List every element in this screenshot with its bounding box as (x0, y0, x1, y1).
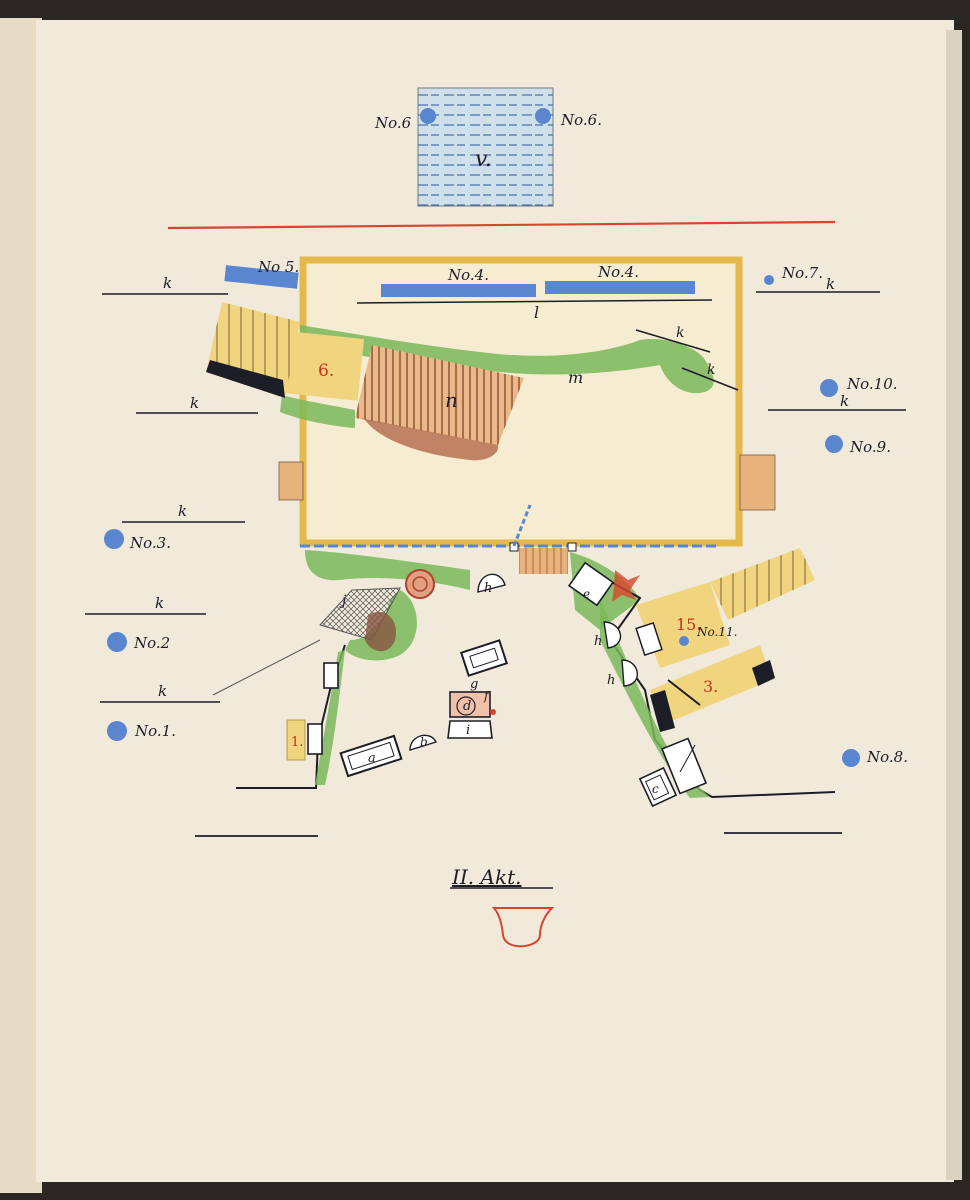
label-no8: No.8. (866, 748, 908, 766)
number-three: 3. (703, 677, 718, 696)
marker-no2 (107, 632, 127, 652)
letter-n: n (445, 388, 458, 412)
bar-no4-left (381, 284, 536, 297)
letter-g: g (470, 677, 478, 692)
label-no3: No.3. (129, 534, 171, 552)
right-side-box (739, 454, 776, 511)
letter-k-4: k (155, 594, 164, 612)
marker-no6-right (535, 108, 551, 124)
marker-no7 (764, 275, 774, 285)
red-curtain-line (167, 220, 836, 230)
label-no6-left: No.6 (374, 114, 412, 132)
label-no6-right: No.6. (560, 111, 602, 129)
label-no5: No 5. (257, 258, 299, 276)
left-page-edge (0, 18, 42, 1193)
letter-m: m (568, 368, 583, 387)
marker-no6-left (420, 108, 436, 124)
letter-k-7: k (840, 392, 849, 410)
center-furniture (339, 639, 508, 778)
letter-b: b (420, 735, 428, 749)
label-no2: No.2 (133, 634, 170, 652)
letter-i: i (466, 723, 470, 738)
front-railing (300, 504, 720, 574)
label-no11: No.11. (696, 625, 737, 639)
letter-k-9: k (707, 362, 715, 378)
marker-no10 (820, 379, 838, 397)
paper-sheet (36, 20, 954, 1182)
letter-c: c (652, 782, 659, 796)
letter-h-right-2: h (607, 673, 615, 688)
letter-k-8: k (676, 325, 684, 341)
label-no1: No.1. (134, 722, 176, 740)
act-title: II. Akt. (451, 865, 521, 889)
label-no4-right: No.4. (597, 263, 639, 281)
letter-l: l (534, 303, 539, 322)
label-no4-left: No.4. (447, 266, 489, 284)
water-letter: v. (475, 147, 492, 172)
letter-f: f (483, 689, 491, 703)
label-no7: No.7. (781, 264, 823, 282)
prompter-shell (491, 907, 555, 948)
right-page-edge (946, 30, 962, 1180)
bar-no5 (224, 265, 299, 289)
letter-j: j (339, 593, 347, 609)
letter-a: a (368, 751, 376, 766)
k-lines (85, 291, 906, 703)
marker-no8 (842, 749, 860, 767)
label-no10: No.10. (846, 375, 898, 393)
number-six: 6. (318, 361, 334, 381)
marker-no1 (107, 721, 127, 741)
letter-d: d (463, 699, 471, 714)
water-area: v. (417, 87, 554, 207)
bar-no4-right (545, 281, 695, 294)
number-one: 1. (291, 735, 303, 750)
marker-no3 (104, 529, 124, 549)
pergola-j (212, 569, 435, 696)
main-platform (280, 256, 743, 547)
seat-h-center (477, 573, 506, 593)
left-side-box (278, 461, 304, 501)
letter-k-1: k (163, 274, 172, 292)
marker-no9 (825, 435, 843, 453)
letter-h-right-1: h (594, 634, 602, 649)
right-wing (567, 548, 842, 834)
label-no9: No.9. (849, 438, 891, 456)
letter-k-5: k (158, 682, 167, 700)
number-fifteen: 15. (676, 615, 701, 634)
letter-h-center: h (484, 581, 492, 596)
letter-k-6: k (826, 275, 835, 293)
letter-k-2: k (190, 394, 199, 412)
left-staircase (206, 302, 300, 398)
letter-e: e (583, 587, 590, 601)
letter-k-3: k (178, 502, 187, 520)
